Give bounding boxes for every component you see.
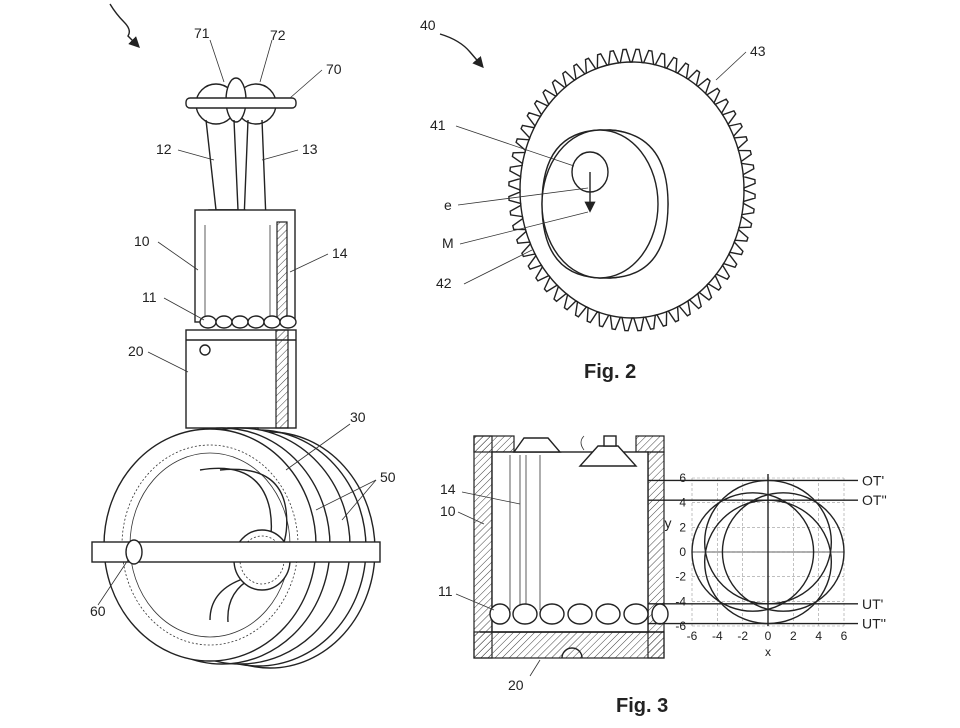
figure-2: 40 43 41 e M 42 Fig. 2 (420, 17, 766, 383)
fig1-ref-arrow (109, 3, 140, 48)
label-13: 13 (302, 141, 318, 157)
label-43: 43 (750, 43, 766, 59)
y-tick-label: -4 (675, 594, 686, 608)
shaft-60 (91, 539, 381, 565)
reference-line-label: OT'' (862, 492, 887, 508)
motion-plot: -6 -4 -2 0 2 4 6 6 4 2 0 -2 -4 -6 x y OT' OT'' UT' UT'' (648, 471, 887, 659)
label-71: 71 (194, 25, 210, 41)
label-10: 10 (134, 233, 150, 249)
x-tick-label: 4 (815, 629, 822, 643)
x-axis-label: x (765, 645, 771, 659)
reference-line-label: OT' (862, 472, 884, 488)
reference-line-label: UT'' (862, 616, 886, 632)
label-40: 40 (420, 17, 436, 33)
x-tick-label: 6 (841, 629, 848, 643)
x-tick-label: 2 (790, 629, 797, 643)
label-12: 12 (156, 141, 172, 157)
fig2-caption: Fig. 2 (584, 361, 636, 383)
x-tick-label: 0 (765, 629, 772, 643)
figure-1: 71 72 70 12 13 10 14 11 20 30 50 60 (90, 3, 396, 669)
piston-10 (194, 209, 297, 329)
label-70: 70 (326, 61, 342, 77)
ball-chain-fig3 (489, 603, 669, 625)
y-tick-label: 0 (679, 545, 686, 559)
label-72: 72 (270, 27, 286, 43)
label-11: 11 (142, 289, 157, 305)
reference-line-label: UT' (862, 596, 883, 612)
label-42: 42 (436, 275, 452, 291)
label-20: 20 (128, 343, 144, 359)
fig2-ref-arrow (439, 33, 484, 69)
fig3-label-14: 14 (440, 481, 456, 497)
x-tick-label: -4 (712, 629, 723, 643)
label-50: 50 (380, 469, 396, 485)
fig3-label-10: 10 (440, 503, 456, 519)
y-axis-label: y (665, 515, 672, 531)
y-tick-label: 6 (679, 471, 686, 485)
y-tick-label: 2 (679, 520, 686, 534)
x-tick-label: -2 (737, 629, 748, 643)
label-30: 30 (350, 409, 366, 425)
cylinder-block-20 (185, 329, 297, 439)
label-60: 60 (90, 603, 106, 619)
label-e: e (444, 197, 452, 213)
ball-chain-11 (199, 315, 297, 329)
label-41: 41 (430, 117, 446, 133)
y-tick-label: -6 (675, 619, 686, 633)
x-tick-label: -6 (687, 629, 698, 643)
fig3-label-20: 20 (508, 677, 524, 693)
label-M: M (442, 235, 454, 251)
fig3-caption: Fig. 3 (616, 695, 668, 717)
label-14: 14 (332, 245, 348, 261)
y-tick-label: 4 (679, 496, 686, 510)
trajectory-circle (691, 492, 815, 612)
fig3-label-11: 11 (438, 583, 453, 599)
y-tick-label: -2 (675, 570, 686, 584)
trajectory-circle (721, 492, 845, 612)
